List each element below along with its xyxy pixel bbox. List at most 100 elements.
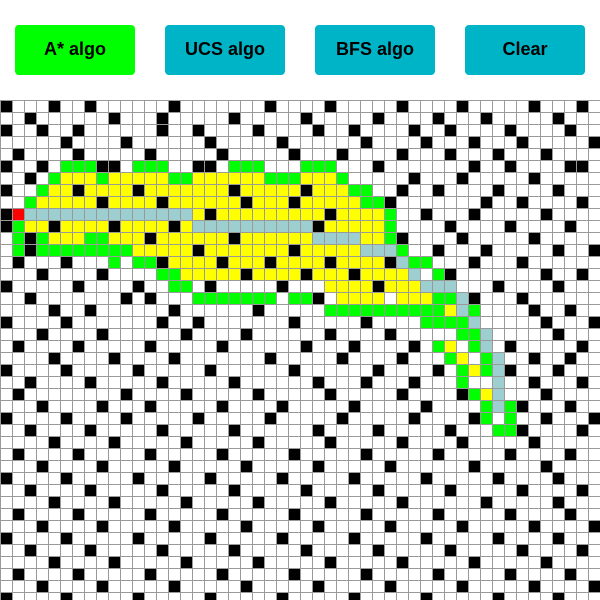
clear-button[interactable]: Clear — [465, 25, 585, 75]
visited-cell[interactable] — [444, 340, 456, 352]
wall-cell[interactable] — [204, 208, 216, 220]
open-set-cell[interactable] — [468, 388, 480, 400]
visited-cell[interactable] — [288, 268, 300, 280]
wall-cell[interactable] — [468, 412, 480, 424]
visited-cell[interactable] — [324, 172, 336, 184]
wall-cell[interactable] — [156, 124, 168, 136]
wall-cell[interactable] — [492, 184, 504, 196]
wall-cell[interactable] — [108, 112, 120, 124]
visited-cell[interactable] — [408, 280, 420, 292]
wall-cell[interactable] — [60, 532, 72, 544]
wall-cell[interactable] — [504, 364, 516, 376]
wall-cell[interactable] — [420, 592, 432, 600]
open-set-cell[interactable] — [420, 256, 432, 268]
visited-cell[interactable] — [360, 268, 372, 280]
wall-cell[interactable] — [300, 184, 312, 196]
wall-cell[interactable] — [144, 292, 156, 304]
wall-cell[interactable] — [0, 124, 12, 136]
wall-cell[interactable] — [72, 448, 84, 460]
visited-cell[interactable] — [372, 220, 384, 232]
wall-cell[interactable] — [108, 160, 120, 172]
visited-cell[interactable] — [444, 304, 456, 316]
visited-cell[interactable] — [216, 184, 228, 196]
visited-cell[interactable] — [156, 232, 168, 244]
visited-cell[interactable] — [312, 208, 324, 220]
open-set-cell[interactable] — [240, 160, 252, 172]
open-set-cell[interactable] — [48, 172, 60, 184]
visited-cell[interactable] — [108, 172, 120, 184]
open-set-cell[interactable] — [456, 316, 468, 328]
wall-cell[interactable] — [228, 232, 240, 244]
wall-cell[interactable] — [48, 100, 60, 112]
visited-cell[interactable] — [108, 232, 120, 244]
wall-cell[interactable] — [432, 364, 444, 376]
wall-cell[interactable] — [576, 268, 588, 280]
wall-cell[interactable] — [72, 280, 84, 292]
wall-cell[interactable] — [228, 184, 240, 196]
wall-cell[interactable] — [432, 508, 444, 520]
open-set-cell[interactable] — [360, 184, 372, 196]
open-set-cell[interactable] — [12, 232, 24, 244]
visited-cell[interactable] — [324, 220, 336, 232]
path-cell[interactable] — [84, 208, 96, 220]
visited-cell[interactable] — [348, 208, 360, 220]
wall-cell[interactable] — [264, 100, 276, 112]
wall-cell[interactable] — [444, 268, 456, 280]
wall-cell[interactable] — [312, 376, 324, 388]
wall-cell[interactable] — [228, 376, 240, 388]
visited-cell[interactable] — [456, 352, 468, 364]
wall-cell[interactable] — [276, 592, 288, 600]
open-set-cell[interactable] — [252, 160, 264, 172]
wall-cell[interactable] — [384, 580, 396, 592]
open-set-cell[interactable] — [480, 412, 492, 424]
wall-cell[interactable] — [456, 436, 468, 448]
wall-cell[interactable] — [132, 592, 144, 600]
wall-cell[interactable] — [468, 160, 480, 172]
wall-cell[interactable] — [456, 388, 468, 400]
open-set-cell[interactable] — [504, 412, 516, 424]
visited-cell[interactable] — [60, 196, 72, 208]
visited-cell[interactable] — [336, 220, 348, 232]
visited-cell[interactable] — [204, 232, 216, 244]
wall-cell[interactable] — [564, 508, 576, 520]
open-set-cell[interactable] — [384, 220, 396, 232]
wall-cell[interactable] — [408, 340, 420, 352]
wall-cell[interactable] — [552, 184, 564, 196]
wall-cell[interactable] — [60, 136, 72, 148]
wall-cell[interactable] — [552, 328, 564, 340]
wall-cell[interactable] — [384, 520, 396, 532]
visited-cell[interactable] — [72, 232, 84, 244]
open-set-cell[interactable] — [468, 328, 480, 340]
wall-cell[interactable] — [0, 208, 12, 220]
path-cell[interactable] — [108, 208, 120, 220]
open-set-cell[interactable] — [372, 304, 384, 316]
visited-cell[interactable] — [192, 172, 204, 184]
visited-cell[interactable] — [264, 196, 276, 208]
wall-cell[interactable] — [384, 460, 396, 472]
open-set-cell[interactable] — [300, 292, 312, 304]
wall-cell[interactable] — [480, 112, 492, 124]
wall-cell[interactable] — [564, 400, 576, 412]
open-set-cell[interactable] — [168, 172, 180, 184]
wall-cell[interactable] — [60, 592, 72, 600]
visited-cell[interactable] — [276, 184, 288, 196]
wall-cell[interactable] — [96, 160, 108, 172]
visited-cell[interactable] — [348, 280, 360, 292]
visited-cell[interactable] — [372, 256, 384, 268]
wall-cell[interactable] — [228, 484, 240, 496]
wall-cell[interactable] — [504, 160, 516, 172]
path-cell[interactable] — [372, 244, 384, 256]
visited-cell[interactable] — [324, 196, 336, 208]
visited-cell[interactable] — [360, 256, 372, 268]
wall-cell[interactable] — [324, 496, 336, 508]
pathfinding-grid[interactable] — [0, 100, 600, 600]
visited-cell[interactable] — [228, 196, 240, 208]
visited-cell[interactable] — [240, 232, 252, 244]
wall-cell[interactable] — [84, 424, 96, 436]
visited-cell[interactable] — [216, 172, 228, 184]
wall-cell[interactable] — [348, 472, 360, 484]
wall-cell[interactable] — [168, 220, 180, 232]
wall-cell[interactable] — [288, 316, 300, 328]
wall-cell[interactable] — [24, 424, 36, 436]
visited-cell[interactable] — [144, 196, 156, 208]
